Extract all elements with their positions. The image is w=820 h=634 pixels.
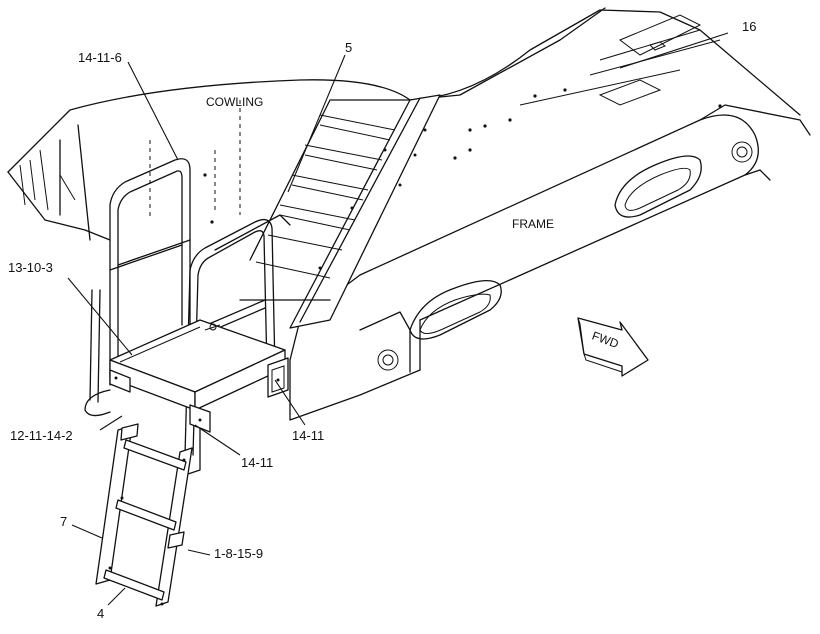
callout-1-8-15-9: 1-8-15-9	[214, 546, 263, 561]
callout-5: 5	[345, 40, 352, 55]
callout-16: 16	[742, 19, 756, 34]
callout-14-11-6: 14-11-6	[78, 50, 122, 65]
stair-assembly	[239, 94, 441, 329]
callout-14-11-right: 14-11	[292, 428, 324, 443]
ladder	[95, 423, 193, 607]
callout-14-11-lower: 14-11	[241, 455, 273, 470]
handrail-assembly	[84, 158, 291, 476]
cowling-label: COWLING	[206, 95, 263, 109]
callout-13-10-3: 13-10-3	[8, 260, 53, 275]
frame-label: FRAME	[512, 217, 554, 231]
cowling-structure	[7, 100, 241, 241]
leader-lines	[67, 32, 729, 606]
frame-structure	[7, 7, 811, 421]
callout-12-11-14-2: 12-11-14-2	[10, 428, 73, 443]
callout-7: 7	[60, 514, 67, 529]
platform	[109, 319, 289, 433]
fwd-arrow	[577, 317, 649, 377]
callout-4: 4	[97, 606, 104, 621]
